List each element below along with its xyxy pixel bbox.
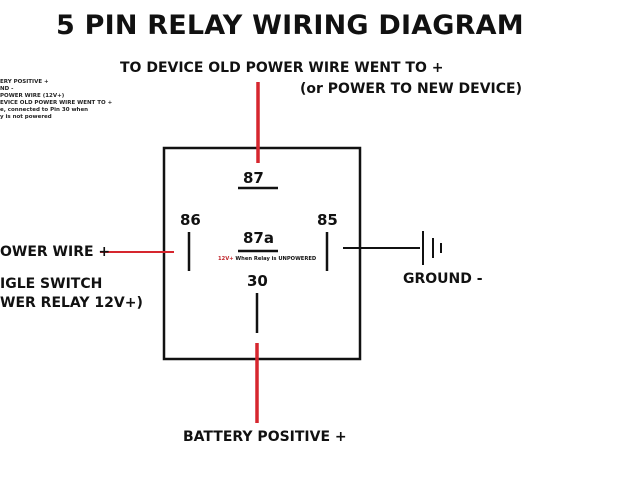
note-87a-text: When Relay is UNPOWERED xyxy=(233,256,317,262)
legend-line: e, connected to Pin 30 when xyxy=(0,107,89,113)
label-new-device: (or POWER TO NEW DEVICE) xyxy=(300,81,523,97)
legend-line: EVICE OLD POWER WIRE WENT TO + xyxy=(0,100,113,106)
legend-text: ERY POSITIVE + ND - POWER WIRE (12V+) EV… xyxy=(0,79,112,121)
legend-line: POWER WIRE (12V+) xyxy=(0,93,65,99)
label-battery-positive: BATTERY POSITIVE + xyxy=(183,429,347,445)
label-device-power: TO DEVICE OLD POWER WIRE WENT TO + xyxy=(120,60,444,76)
legend-line: ND - xyxy=(0,86,14,92)
note-87a-voltage: 12V+ xyxy=(218,256,234,262)
label-toggle-switch: IGLE SWITCH xyxy=(0,276,103,292)
label-power-wire: OWER WIRE + xyxy=(0,244,111,260)
pin-30-label: 30 xyxy=(247,272,268,290)
pin-85-label: 85 xyxy=(317,211,338,229)
legend-line: ERY POSITIVE + xyxy=(0,79,49,85)
label-ground: GROUND - xyxy=(403,271,483,287)
label-power-relay: WER RELAY 12V+) xyxy=(0,295,143,311)
note-87a: 12V+ When Relay is UNPOWERED xyxy=(218,256,316,262)
legend-line: y is not powered xyxy=(0,114,52,120)
diagram-title: 5 PIN RELAY WIRING DIAGRAM xyxy=(56,10,524,41)
pin-86-label: 86 xyxy=(180,211,201,229)
pin-87-label: 87 xyxy=(243,169,264,187)
pin-87a-label: 87a xyxy=(243,229,274,247)
relay-box xyxy=(162,146,362,361)
